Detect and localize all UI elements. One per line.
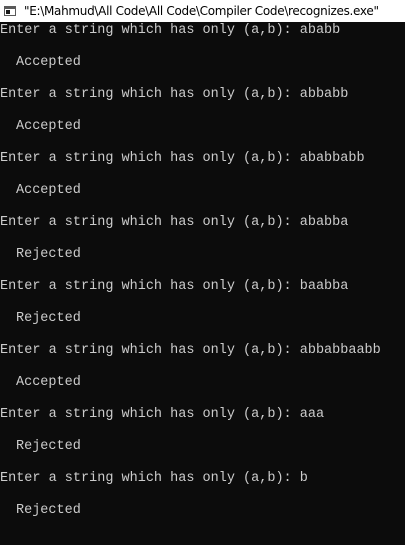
user-input: ababbabb bbox=[299, 151, 365, 166]
console-output[interactable]: Enter a string which has only (a,b): aba… bbox=[0, 22, 405, 545]
console-line-input-6: Enter a string which has only (a,b): abb… bbox=[0, 343, 381, 359]
console-line-result-8: Rejected bbox=[16, 503, 81, 518]
window-title: "E:\Mahmud\All Code\All Code\Compiler Co… bbox=[24, 4, 379, 18]
prompt-text: Enter a string which has only (a,b): bbox=[0, 343, 300, 358]
console-app-icon bbox=[4, 6, 16, 16]
console-line-result-7: Rejected bbox=[16, 439, 81, 454]
prompt-text: Enter a string which has only (a,b): bbox=[0, 279, 300, 294]
console-line-input-3: Enter a string which has only (a,b): aba… bbox=[0, 151, 365, 167]
console-line-input-4: Enter a string which has only (a,b): aba… bbox=[0, 215, 348, 231]
console-line-input-7: Enter a string which has only (a,b): aaa bbox=[0, 407, 324, 423]
user-input: ababb bbox=[299, 23, 341, 38]
console-line-input-8: Enter a string which has only (a,b): b bbox=[0, 471, 308, 487]
user-input: abbabb bbox=[299, 87, 349, 102]
user-input: aaa bbox=[299, 407, 325, 422]
user-input: b bbox=[299, 471, 308, 486]
prompt-text: Enter a string which has only (a,b): bbox=[0, 87, 300, 102]
title-bar[interactable]: "E:\Mahmud\All Code\All Code\Compiler Co… bbox=[0, 0, 405, 22]
user-input: baabba bbox=[299, 279, 349, 294]
user-input: ababba bbox=[299, 215, 349, 230]
console-line-result-4: Rejected bbox=[16, 247, 81, 262]
console-line-result-1: Accepted bbox=[16, 55, 81, 70]
prompt-text: Enter a string which has only (a,b): bbox=[0, 407, 300, 422]
prompt-text: Enter a string which has only (a,b): bbox=[0, 215, 300, 230]
console-line-input-2: Enter a string which has only (a,b): abb… bbox=[0, 87, 348, 103]
console-line-result-6: Accepted bbox=[16, 375, 81, 390]
prompt-text: Enter a string which has only (a,b): bbox=[0, 151, 300, 166]
console-line-result-3: Accepted bbox=[16, 183, 81, 198]
console-line-input-1: Enter a string which has only (a,b): aba… bbox=[0, 23, 340, 39]
console-line-result-2: Accepted bbox=[16, 119, 81, 134]
console-line-result-5: Rejected bbox=[16, 311, 81, 326]
prompt-text: Enter a string which has only (a,b): bbox=[0, 23, 300, 38]
console-line-input-5: Enter a string which has only (a,b): baa… bbox=[0, 279, 348, 295]
prompt-text: Enter a string which has only (a,b): bbox=[0, 471, 300, 486]
user-input: abbabbaabb bbox=[299, 343, 381, 358]
